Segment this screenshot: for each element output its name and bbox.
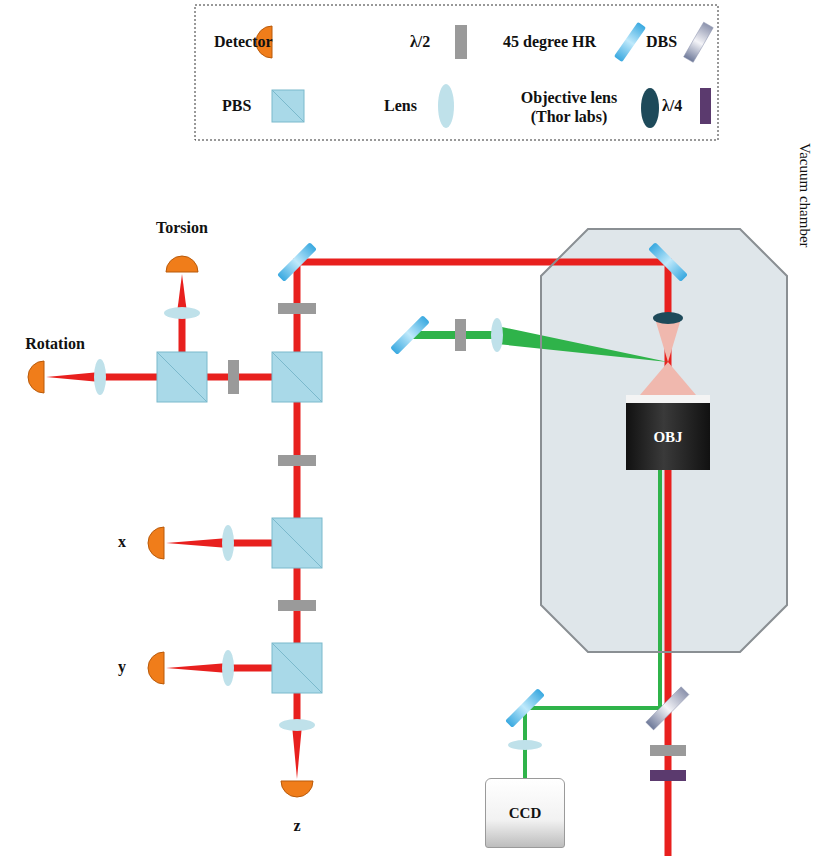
half-wave-plate: [228, 303, 686, 756]
quarter-wave-plate-symbol: [700, 88, 711, 124]
detector-label: Torsion: [156, 218, 208, 237]
half-wave-plate-symbol: [455, 25, 467, 59]
legend-frame: [195, 5, 718, 140]
pbs-symbol: [272, 90, 304, 122]
legend-text: DBS: [646, 32, 677, 51]
legend-text: Detector: [214, 32, 273, 51]
green-beam: [410, 331, 497, 339]
dbs-symbol: [684, 22, 714, 62]
red-beam: [100, 262, 668, 856]
legend-text: λ/4: [662, 96, 682, 115]
legend-text: 45 degree HR: [503, 32, 596, 51]
detector-label: x: [118, 532, 126, 551]
objective-box: OBJ: [626, 395, 710, 470]
chamber-outline: [541, 229, 787, 652]
objective-lens-symbol: [641, 88, 659, 128]
detector-label: y: [118, 657, 126, 676]
objective-label: OBJ: [653, 428, 682, 446]
mirror: [277, 242, 688, 728]
mirror-symbol: [614, 22, 646, 62]
lens-symbol: [438, 84, 454, 128]
legend-text: Lens: [384, 96, 417, 115]
legend-text: λ/2: [410, 32, 430, 51]
green-beam: [497, 326, 668, 362]
lens: [94, 307, 542, 750]
detector-label: Rotation: [25, 334, 85, 353]
camera-label: CCD: [509, 804, 542, 822]
vacuum-chamber: Vacuum chamberOBJ: [540, 228, 788, 653]
objective-lens: [653, 312, 683, 324]
pbs-symbol-diagonal: [272, 90, 304, 122]
chamber-label: Vacuum chamber: [796, 143, 814, 248]
legend-text: PBS: [222, 96, 251, 115]
focus-cone: [640, 362, 696, 395]
green-beam-path: [525, 470, 660, 778]
focus-cone: [656, 322, 680, 362]
chamber-fill: [540, 228, 788, 653]
pbs-cube: [157, 352, 322, 693]
ccd-camera: CCD: [485, 778, 565, 848]
dichroic-beam-splitter: [646, 687, 689, 730]
detector-label: z: [293, 816, 300, 835]
legend-text: Objective lens (Thor labs): [508, 88, 630, 126]
quarter-wave-plate: [650, 770, 686, 781]
